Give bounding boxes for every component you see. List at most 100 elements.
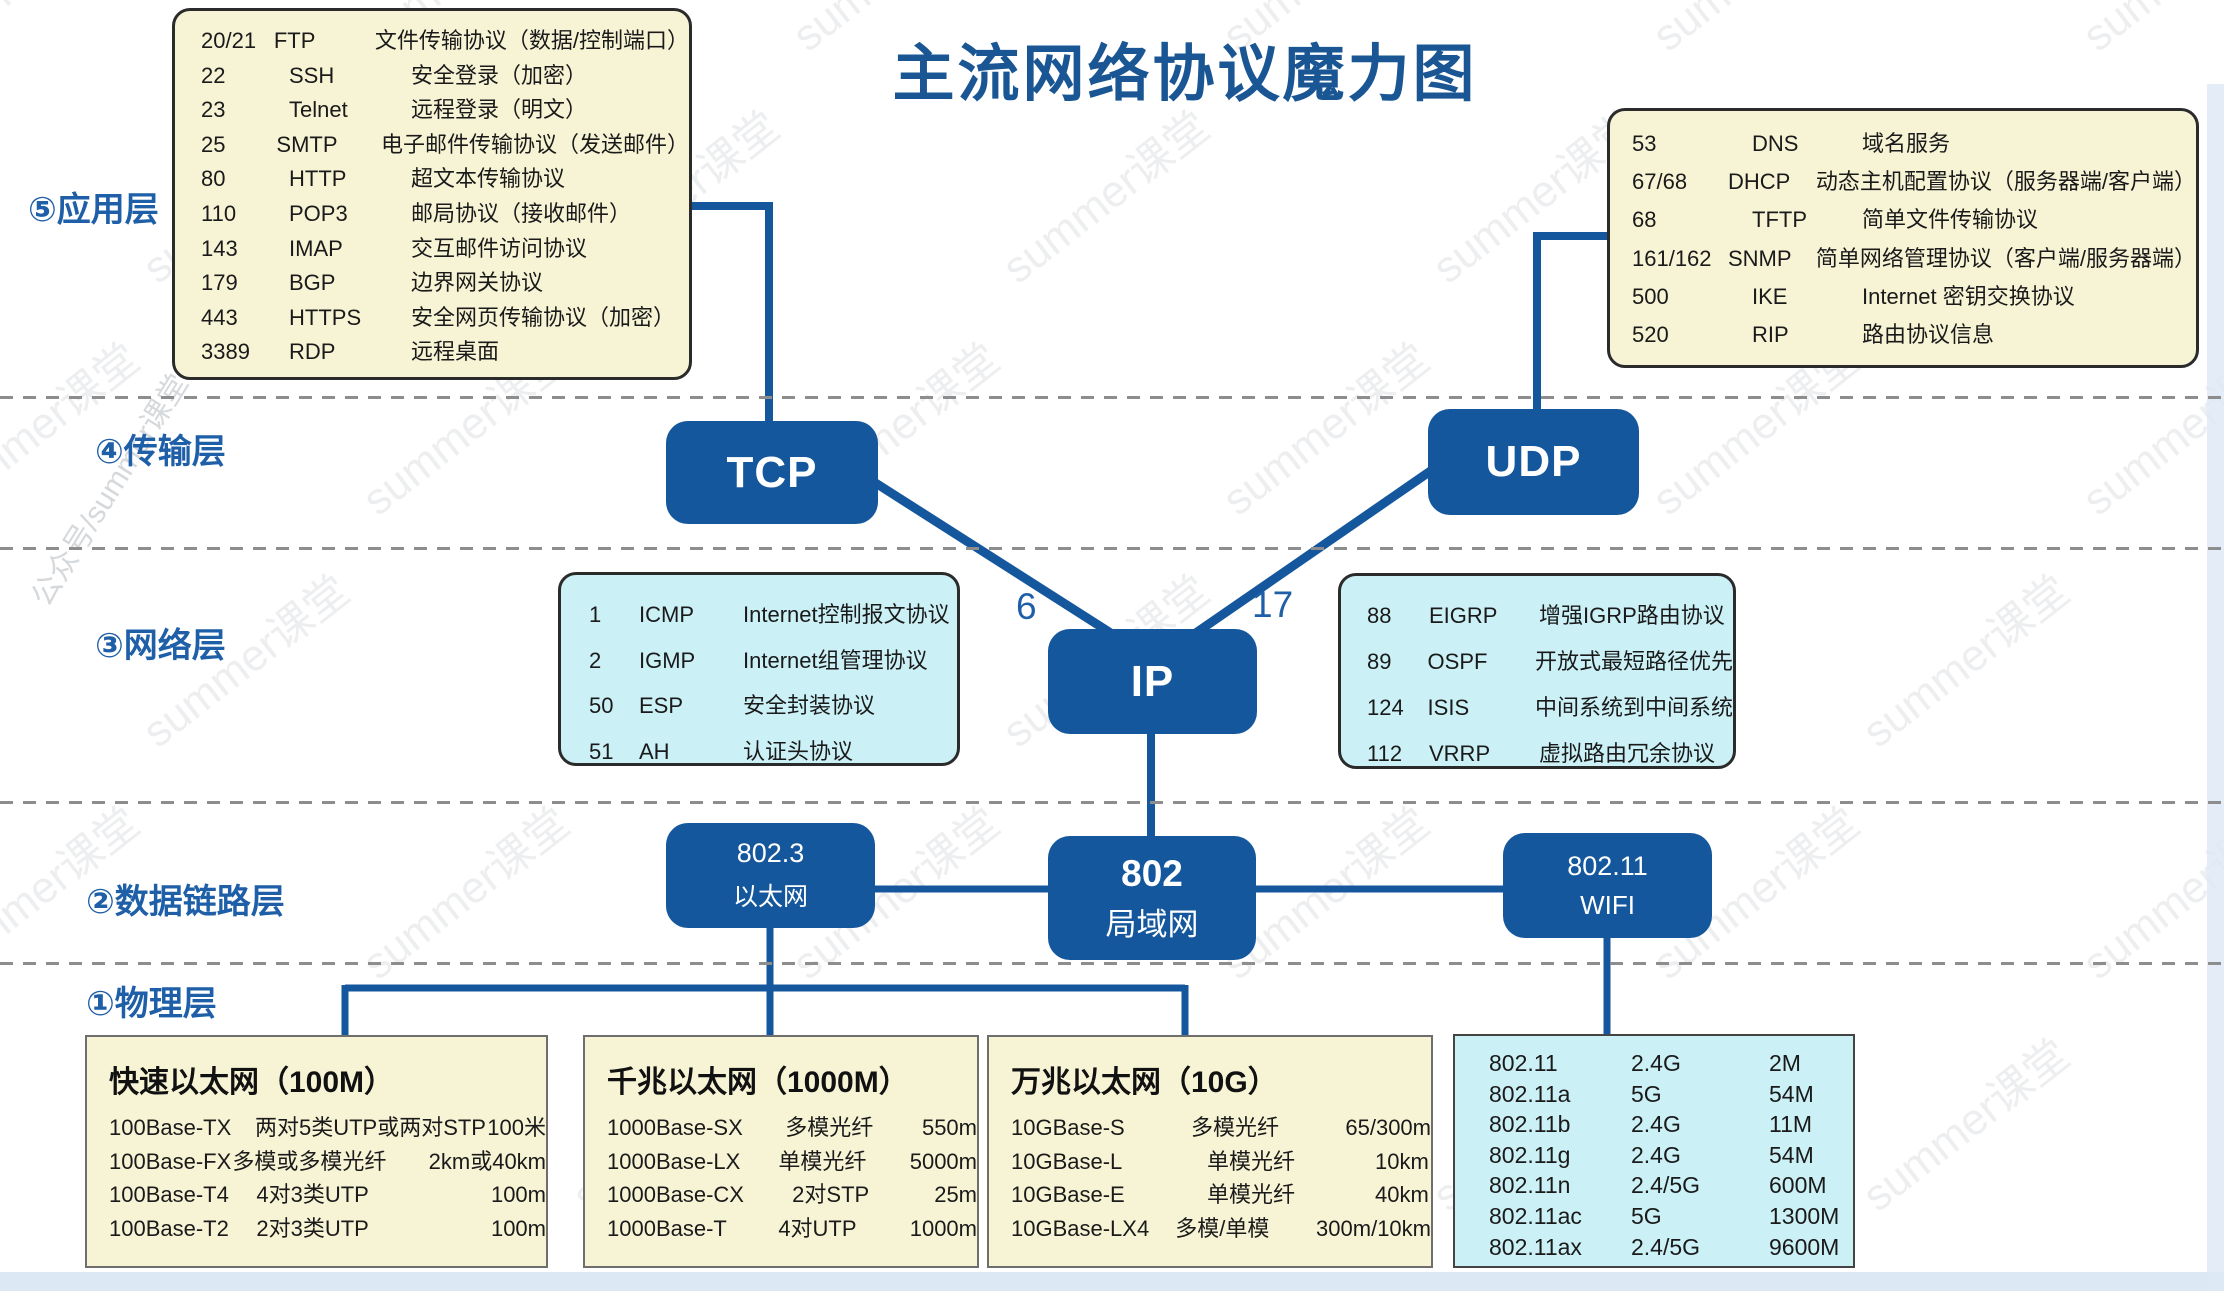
watermark-text: summer课堂 bbox=[1213, 334, 1439, 525]
node-8023-id: 802.3 bbox=[736, 838, 805, 868]
layer-separator-3 bbox=[0, 801, 2224, 804]
cell-std: 802.11b bbox=[1489, 1111, 1571, 1138]
cell-band: 2.4/5G bbox=[1631, 1233, 1701, 1260]
cell-band: 2.4G bbox=[1631, 1141, 1681, 1168]
cell-name: DNS bbox=[1752, 131, 1799, 156]
cell-band: 2.4G bbox=[1631, 1111, 1681, 1138]
fast-ethernet-title: 快速以太网（100M） bbox=[109, 1066, 395, 1099]
cell-name: SNMP bbox=[1727, 245, 1792, 271]
cell-desc: 邮局协议（接收邮件） bbox=[411, 200, 632, 226]
node-udp-label: UDP bbox=[1485, 437, 1582, 486]
cell-port: 520 bbox=[1632, 322, 1669, 348]
cell-std: 802.11g bbox=[1489, 1141, 1571, 1168]
cell-medium: 单模光纤 bbox=[1207, 1182, 1296, 1207]
cell-desc: 安全登录（加密） bbox=[411, 62, 588, 88]
cell-rate: 54M bbox=[1769, 1141, 1814, 1168]
cell-desc: 简单文件传输协议 bbox=[1862, 207, 2039, 233]
cell-medium: 4对3类UTP bbox=[256, 1182, 369, 1207]
cell-dist: 25m bbox=[934, 1182, 977, 1207]
cell-port: 500 bbox=[1632, 283, 1669, 309]
cell-num: 112 bbox=[1367, 741, 1403, 766]
cell-name: 1000Base-LX bbox=[607, 1148, 741, 1174]
layer-label-physical: ①物理层 bbox=[86, 985, 217, 1023]
cell-desc: 远程桌面 bbox=[411, 339, 500, 365]
cell-dist: 2km或40km bbox=[428, 1148, 546, 1174]
layer-label-datalink: ②数据链路层 bbox=[86, 883, 285, 921]
cell-std: 802.11ac bbox=[1489, 1202, 1582, 1229]
cell-port: 67/68 bbox=[1632, 169, 1688, 195]
cell-name: RDP bbox=[289, 339, 336, 365]
cell-medium: 多模光纤 bbox=[785, 1115, 874, 1140]
node-80211-id: 802.11 bbox=[1567, 850, 1648, 881]
cell-desc: Internet控制报文协议 bbox=[743, 602, 950, 627]
cell-port: 161/162 bbox=[1632, 245, 1712, 271]
cell-name: SSH bbox=[289, 62, 335, 88]
node-8023-name: 以太网 bbox=[732, 883, 808, 911]
cell-name: BGP bbox=[289, 270, 336, 296]
cell-num: 2 bbox=[589, 647, 602, 673]
cell-rate: 9600M bbox=[1769, 1233, 1840, 1260]
cell-port: 23 bbox=[201, 97, 226, 123]
cell-port: 443 bbox=[201, 304, 238, 330]
cell-name: SMTP bbox=[276, 131, 338, 157]
cell-rate: 600M bbox=[1769, 1172, 1827, 1199]
cell-medium: 两对5类UTP或两对STP bbox=[254, 1115, 486, 1140]
cell-band: 5G bbox=[1631, 1080, 1662, 1107]
cell-rate: 1300M bbox=[1769, 1202, 1840, 1229]
cell-band: 5G bbox=[1631, 1202, 1662, 1229]
cell-name: 100Base-T4 bbox=[109, 1182, 229, 1207]
cell-dist: 100米 bbox=[487, 1115, 546, 1140]
watermark-text: summer课堂 bbox=[2073, 798, 2224, 989]
cell-rate: 54M bbox=[1769, 1080, 1814, 1107]
cell-std: 802.11n bbox=[1489, 1172, 1571, 1199]
cell-desc: 安全封装协议 bbox=[743, 693, 876, 718]
cell-desc: 动态主机配置协议（服务器端/客户端） bbox=[1815, 169, 2196, 195]
page-title: 主流网络协议魔力图 bbox=[892, 40, 1478, 109]
bottom-strip bbox=[0, 1272, 2224, 1291]
layer-separator-2 bbox=[0, 547, 2224, 550]
node-802-id: 802 bbox=[1121, 852, 1183, 894]
cell-dist: 10km bbox=[1375, 1148, 1429, 1174]
cell-desc: 增强IGRP路由协议 bbox=[1539, 603, 1725, 628]
cell-desc: 远程登录（明文） bbox=[411, 97, 588, 123]
cell-medium: 多模光纤 bbox=[1191, 1115, 1280, 1140]
layer-label-transport: ④传输层 bbox=[95, 433, 226, 471]
cell-port: 22 bbox=[201, 62, 226, 88]
cell-num: 1 bbox=[589, 602, 602, 627]
cell-band: 2.4/5G bbox=[1631, 1172, 1701, 1199]
protocol-number-tcp: 6 bbox=[1016, 586, 1037, 627]
cell-medium: 多模或多模光纤 bbox=[232, 1148, 387, 1174]
cell-name: RIP bbox=[1752, 322, 1789, 348]
cell-desc: 开放式最短路径优先 bbox=[1534, 649, 1733, 674]
side-watermark: 公众号/summer课堂： bbox=[25, 343, 211, 613]
cell-name: ISIS bbox=[1427, 695, 1470, 720]
cell-desc: 中间系统到中间系统 bbox=[1534, 695, 1733, 720]
watermark-text: summer课堂 bbox=[1636, 0, 1870, 63]
cell-name: 100Base-TX bbox=[109, 1115, 232, 1140]
cell-desc: Internet 密钥交换协议 bbox=[1862, 283, 2075, 309]
right-strip bbox=[2207, 84, 2224, 1291]
cell-name: POP3 bbox=[289, 200, 348, 226]
